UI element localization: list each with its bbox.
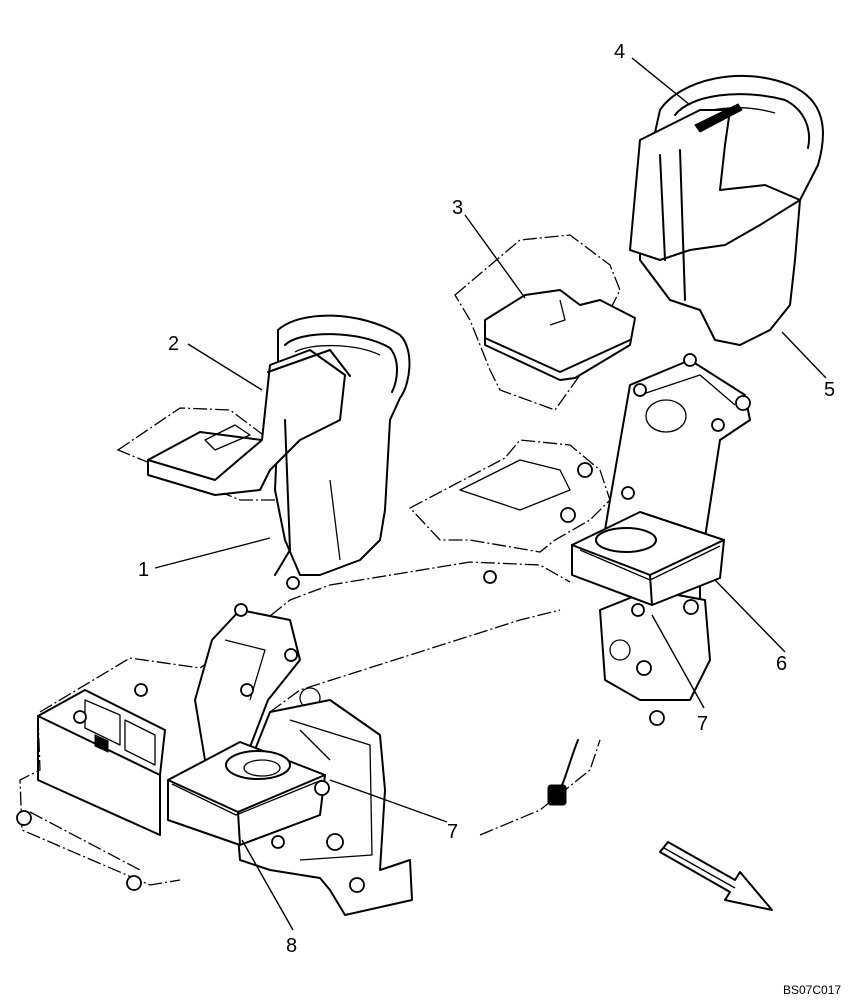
callout-1: 1	[138, 559, 149, 581]
callout-6: 6	[776, 653, 787, 675]
callout-5: 5	[824, 379, 835, 401]
callout-8: 8	[286, 935, 297, 957]
drawing-code: BS07C017	[783, 983, 841, 997]
rear-floor-plate-outline	[408, 439, 611, 553]
forward-arrow-icon	[659, 841, 773, 911]
callout-4: 4	[614, 41, 625, 63]
callout-2: 2	[168, 333, 179, 355]
rear-shroud-box	[571, 511, 725, 606]
front-step-box	[37, 689, 166, 836]
front-seat-cover	[116, 314, 411, 576]
callout-7-front: 7	[447, 821, 458, 843]
wire-harness-connector	[547, 739, 579, 806]
callout-7-rear: 7	[697, 713, 708, 735]
front-bolts	[16, 576, 365, 893]
leader-lines	[154, 57, 827, 931]
callout-3: 3	[452, 197, 463, 219]
rear-seat-cover	[454, 74, 824, 411]
rear-bolts	[483, 353, 751, 726]
front-shroud-box	[167, 741, 326, 846]
callout-labels: 1 2 3 4 5 6 7 7 8	[138, 41, 835, 957]
